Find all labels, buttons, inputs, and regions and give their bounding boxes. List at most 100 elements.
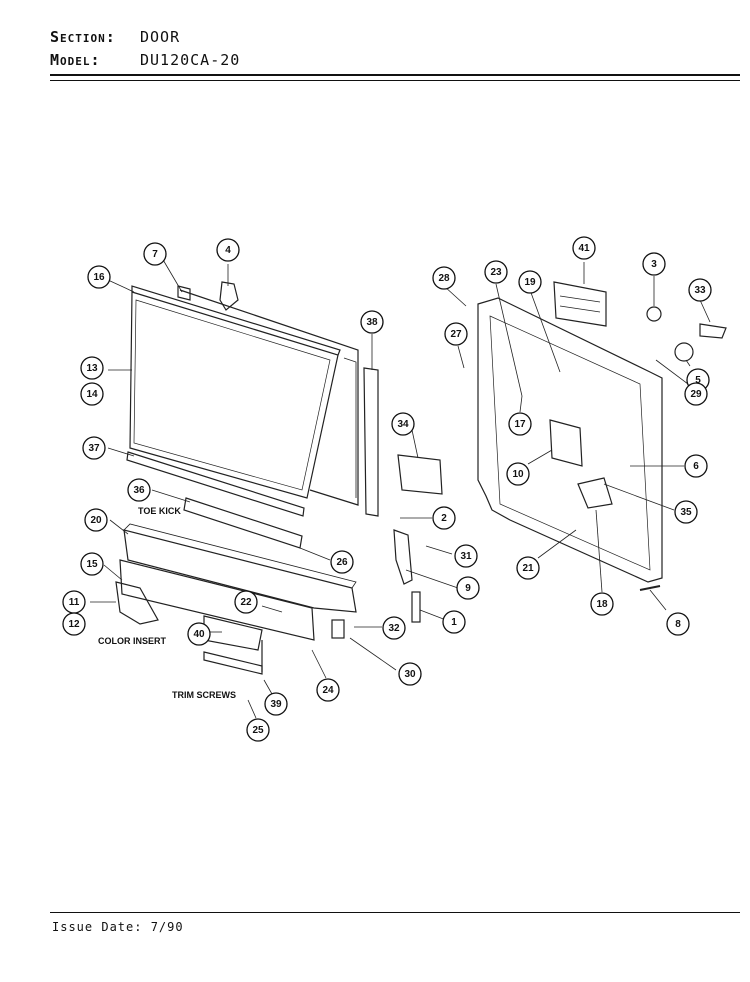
part-3-knob [646,306,662,322]
part-41-vent [553,281,607,327]
callout-number-19: 19 [524,277,536,288]
callout-number-14: 14 [86,389,98,400]
leader [349,637,397,671]
callout-number-3: 3 [651,259,657,270]
callout-number-11: 11 [69,597,80,608]
callout-circle-29 [684,382,708,406]
leader [699,299,711,323]
callout-number-13: 13 [86,363,98,374]
header-rule-bottom [50,80,740,81]
callout-circle-22 [234,590,258,614]
leader-lines [90,257,711,719]
inner-liner-recess [489,315,651,571]
part-32-clip [331,619,345,639]
callout-number-9: 9 [465,583,471,594]
part-39-trim-strip [203,651,263,675]
leader [247,699,257,719]
callout-number-5: 5 [695,375,701,386]
callout-circle-12 [62,612,86,636]
callout-number-38: 38 [366,317,378,328]
callout-number-18: 18 [596,599,608,610]
part-1-spring [411,591,421,623]
toe-kick-label: TOE KICK [138,506,181,516]
part-34-bracket [397,454,443,495]
leader [109,519,129,535]
callout-circle-10 [506,462,530,486]
callout-circle-15 [80,552,104,576]
part-11-color-insert [115,581,159,625]
callout-number-26: 26 [336,557,348,568]
callout-number-17: 17 [514,419,526,430]
callout-number-35: 35 [680,507,692,518]
callout-circle-25 [246,718,270,742]
section-value: DOOR [140,28,181,46]
callout-number-39: 39 [270,699,282,710]
leader [299,547,331,561]
callout-circle-32 [382,616,406,640]
callout-circle-24 [316,678,340,702]
callout-number-21: 21 [522,563,534,574]
callout-number-7: 7 [152,249,158,260]
leader [603,483,675,511]
leader [107,447,135,457]
callout-numbers: 1234567891011121314151617181920212223242… [62,236,712,742]
kick-plate-lip [123,523,357,589]
callout-circle-34 [391,412,415,436]
callout-number-24: 24 [322,685,334,696]
outer-door-panel [129,291,339,499]
model-label: Model: [50,51,101,69]
callout-number-10: 10 [512,469,524,480]
callout-number-12: 12 [68,619,80,630]
part-38-side-strip [363,367,379,517]
inner-door-liner [477,297,663,583]
callout-circle-14 [80,382,104,406]
leader [107,279,135,293]
leader [151,489,191,503]
leader [425,545,453,555]
callout-circle-3 [642,252,666,276]
leader [261,605,283,613]
callout-circle-31 [454,544,478,568]
leader [411,429,419,459]
callout-number-33: 33 [694,285,706,296]
callout-circle-41 [572,236,596,260]
callout-number-27: 27 [450,329,462,340]
liner-side-flange [343,357,357,498]
callout-number-8: 8 [675,619,681,630]
callout-number-37: 37 [88,443,100,454]
callout-number-22: 22 [240,597,252,608]
leader [529,289,561,373]
part-33-handle [699,323,727,339]
callout-circle-17 [508,412,532,436]
callout-circle-40 [187,622,211,646]
part-36-toe-kick-strip [183,497,303,549]
callout-circle-33 [688,278,712,302]
door-liner-edge [179,289,359,506]
leader [649,589,667,611]
callout-number-28: 28 [438,273,450,284]
leader [263,679,273,695]
callout-circle-19 [518,270,542,294]
color-insert-label: COLOR INSERT [98,636,167,646]
callout-number-40: 40 [193,629,205,640]
part-18-latch [577,477,613,509]
callout-number-41: 41 [578,243,590,254]
leader [655,359,689,385]
footer-rule [50,912,740,913]
part-10-dispenser [549,419,583,467]
part-4-hinge [219,281,239,311]
vent-slat [559,295,601,303]
part-8-gasket-end [639,585,661,591]
model-line: Model:DU120CA-20 [50,51,240,69]
trim-screws-label: TRIM SCREWS [172,690,236,700]
callout-number-36: 36 [133,485,145,496]
callout-circle-16 [87,265,111,289]
callout-circle-20 [84,508,108,532]
callout-circle-13 [80,356,104,380]
vent-slat [559,305,601,313]
callout-circle-35 [674,500,698,524]
callout-number-29: 29 [690,389,702,400]
callout-circle-2 [432,506,456,530]
